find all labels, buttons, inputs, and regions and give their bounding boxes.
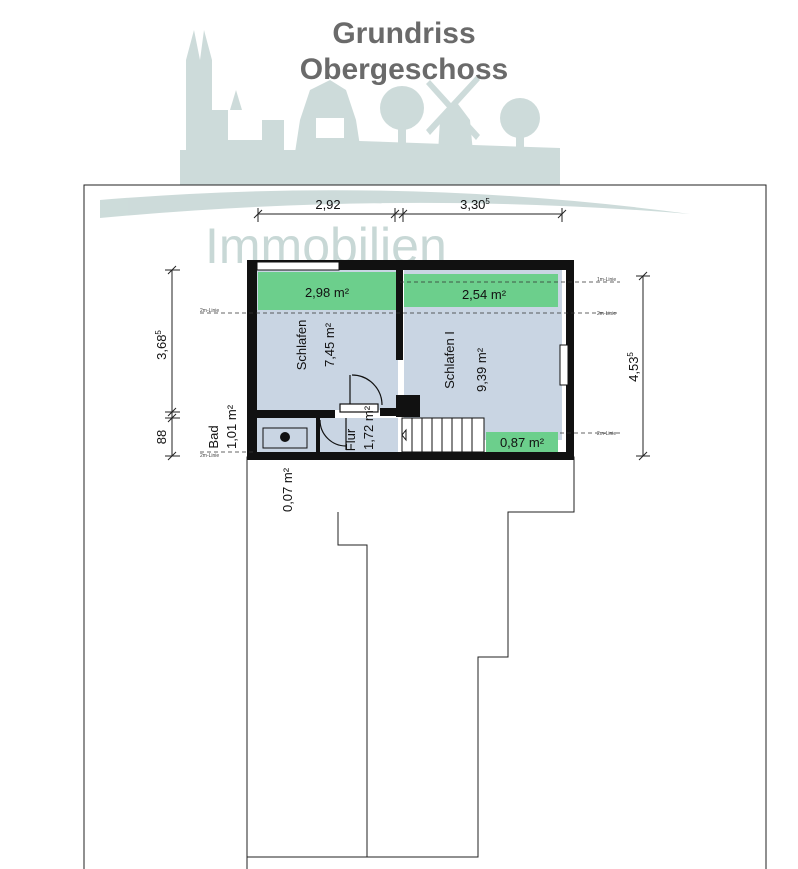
dim-top-left: 2,92	[315, 197, 340, 212]
doors	[319, 374, 383, 450]
dimension-lines	[165, 208, 650, 461]
zone-left-top-area: 2,98 m²	[305, 285, 350, 300]
room-flur-area: 1,72 m²	[361, 405, 376, 450]
label-2m-right: 2m-Linie	[597, 311, 616, 317]
label-2m-left: 2m-Linie	[200, 308, 219, 314]
dim-left-upper: 3,685	[154, 330, 169, 360]
room-schlafen-right-name: Schlafen I	[442, 331, 457, 389]
small-area-label: 0,07 m²	[280, 467, 295, 512]
walls	[247, 260, 574, 460]
dim-top-right: 3,305	[460, 197, 490, 212]
toilet-icon	[280, 432, 290, 442]
room-fills	[255, 270, 562, 452]
room-bad-area: 1,01 m²	[224, 404, 239, 449]
height-lines	[200, 281, 620, 453]
label-2m-left-bottom: 2m-Linie	[200, 453, 219, 459]
title-line-1: Grundriss	[332, 17, 476, 50]
label-1m-right: 1m-Linie	[597, 277, 616, 283]
dim-left-lower: 88	[154, 430, 169, 444]
room-schlafen-right-area: 9,39 m²	[474, 347, 489, 392]
watermark-skyline	[100, 30, 690, 218]
label-2m-right-bottom: 2m-Linie	[597, 431, 616, 437]
staircase	[401, 417, 485, 453]
zone-right-bottom-area: 0,87 m²	[500, 435, 545, 450]
room-flur-name: Flur	[343, 428, 358, 451]
room-bad-name: Bad	[206, 425, 221, 448]
dim-right: 4,535	[626, 352, 641, 382]
room-schlafen-left-name: Schlafen	[294, 320, 309, 371]
title-line-2: Obergeschoss	[299, 53, 509, 86]
zone-right-top-area: 2,54 m²	[462, 287, 507, 302]
room-schlafen-left-area: 7,45 m²	[322, 322, 337, 367]
